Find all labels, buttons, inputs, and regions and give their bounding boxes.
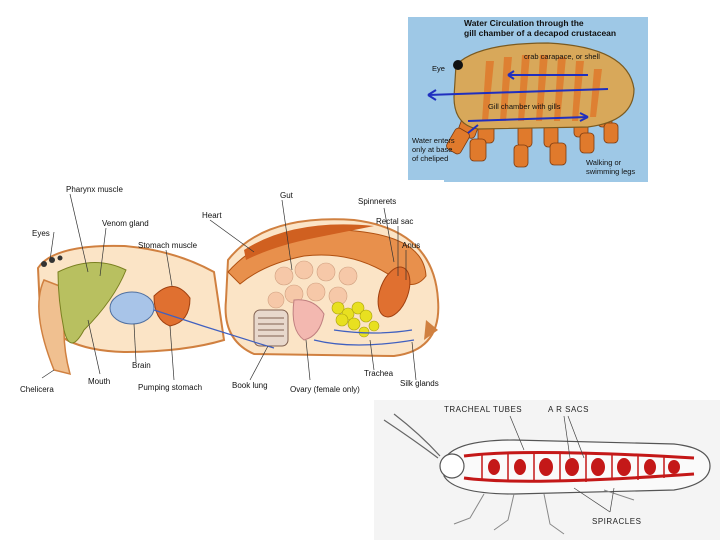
- label-anus: Anus: [402, 241, 420, 250]
- spider-anatomy-diagram: Pharynx muscle Gut Spinnerets Eyes Venom…: [14, 180, 444, 398]
- label-eyes: Eyes: [32, 229, 50, 238]
- insect-head: [440, 454, 464, 478]
- label-heart: Heart: [202, 211, 222, 220]
- label-air-sacs: A R SACS: [548, 405, 589, 414]
- label-legs-2: swimming legs: [586, 167, 635, 176]
- label-pumping-stomach: Pumping stomach: [138, 383, 202, 392]
- label-water-enters-3: of cheliped: [412, 154, 448, 163]
- label-water-enters-1: Water enters: [412, 136, 455, 145]
- label-mouth: Mouth: [88, 377, 110, 386]
- label-ovary: Ovary (female only): [290, 385, 360, 394]
- label-gill-chamber: Gill chamber with gills: [488, 102, 561, 111]
- crustacean-title-line2: gill chamber of a decapod crustacean: [464, 28, 616, 38]
- label-tracheal-tubes: TRACHEAL TUBES: [444, 405, 522, 414]
- eye-icon: [453, 60, 463, 70]
- label-rectal-sac: Rectal sac: [376, 217, 413, 226]
- label-book-lung: Book lung: [232, 381, 268, 390]
- label-chelicera: Chelicera: [20, 385, 54, 394]
- label-carapace: crab carapace, or shell: [524, 52, 600, 61]
- label-trachea: Trachea: [364, 369, 394, 378]
- label-water-enters-2: only at base: [412, 145, 452, 154]
- label-spiracles: SPIRACLES: [592, 517, 641, 526]
- label-pharynx-muscle: Pharynx muscle: [66, 185, 123, 194]
- crustacean-gill-diagram: Water Circulation through the gill chamb…: [408, 17, 648, 182]
- label-brain: Brain: [132, 361, 151, 370]
- label-spinnerets: Spinnerets: [358, 197, 396, 206]
- label-legs-1: Walking or: [586, 158, 622, 167]
- label-silk-glands: Silk glands: [400, 379, 439, 388]
- insect-tracheal-diagram: TRACHEAL TUBES A R SACS SPIRACLES: [374, 400, 720, 540]
- label-venom-gland: Venom gland: [102, 219, 149, 228]
- antennae: [384, 414, 440, 458]
- crustacean-title-line1: Water Circulation through the: [464, 18, 584, 28]
- brain: [110, 292, 154, 324]
- insect-legs: [454, 490, 634, 534]
- book-lung: [254, 310, 288, 346]
- label-eye: Eye: [432, 64, 445, 73]
- label-gut: Gut: [280, 191, 294, 200]
- label-stomach-muscle: Stomach muscle: [138, 241, 198, 250]
